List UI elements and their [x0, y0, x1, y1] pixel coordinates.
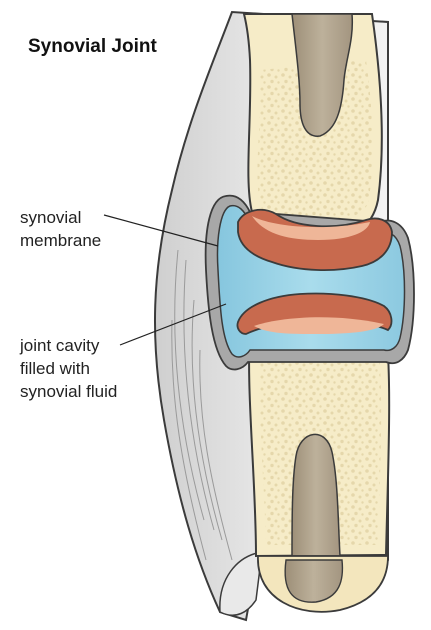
synovial-membrane-label-line-1: synovial [20, 206, 101, 229]
synovial-membrane-label-line-2: membrane [20, 229, 101, 252]
joint-cavity-label-line-2: filled with [20, 357, 117, 380]
joint-cavity-label: joint cavity filled with synovial fluid [20, 334, 117, 403]
lower-marrow-cavity [292, 434, 340, 556]
joint-cavity-label-line-1: joint cavity [20, 334, 117, 357]
diagram-title: Synovial Joint [28, 36, 157, 58]
synovial-membrane-label: synovial membrane [20, 206, 101, 252]
joint-cavity-label-line-3: synovial fluid [20, 380, 117, 403]
